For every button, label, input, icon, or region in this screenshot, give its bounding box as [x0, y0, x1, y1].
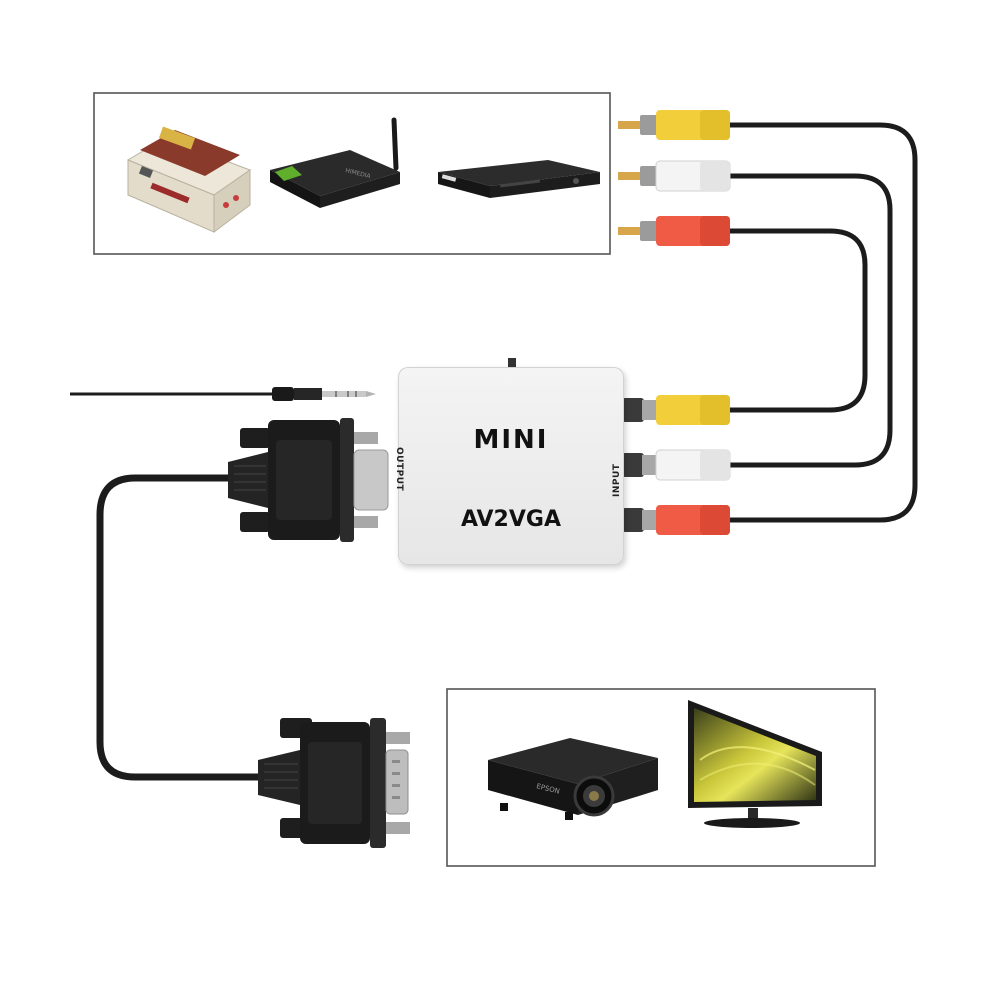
output-port-label: OUTPUT	[394, 447, 404, 492]
vga-cable	[96, 474, 269, 781]
tv-box-image: HIMEDIA	[270, 117, 400, 208]
cable-loop-outer	[727, 122, 918, 523]
monitor-image	[688, 700, 822, 828]
rca-plug-white-top	[618, 160, 731, 192]
vga-connector-bottom	[258, 718, 410, 848]
power-port	[508, 358, 516, 368]
rca-plug-yellow-top	[618, 110, 730, 140]
brand-label-mini: MINI	[473, 425, 549, 455]
rca-plug-red-top	[618, 216, 730, 246]
cable-loop-inner	[727, 228, 868, 413]
rca-cables	[727, 122, 918, 523]
rca-plug-yellow-inserted	[622, 395, 730, 425]
brand-label-model: AV2VGA	[461, 507, 561, 532]
input-port-label: INPUT	[612, 463, 622, 497]
projector-image: EPSON	[488, 738, 658, 820]
dvd-player-image	[438, 160, 600, 198]
rca-plug-white-inserted	[622, 449, 731, 481]
game-console-image	[126, 126, 252, 233]
rca-plug-red-inserted	[622, 505, 730, 535]
audio-cable	[70, 387, 376, 401]
cable-loop-middle	[727, 173, 893, 468]
vga-connector-converter	[228, 418, 389, 542]
av2vga-converter: MINI AV2VGA OUTPUT INPUT	[394, 367, 624, 565]
